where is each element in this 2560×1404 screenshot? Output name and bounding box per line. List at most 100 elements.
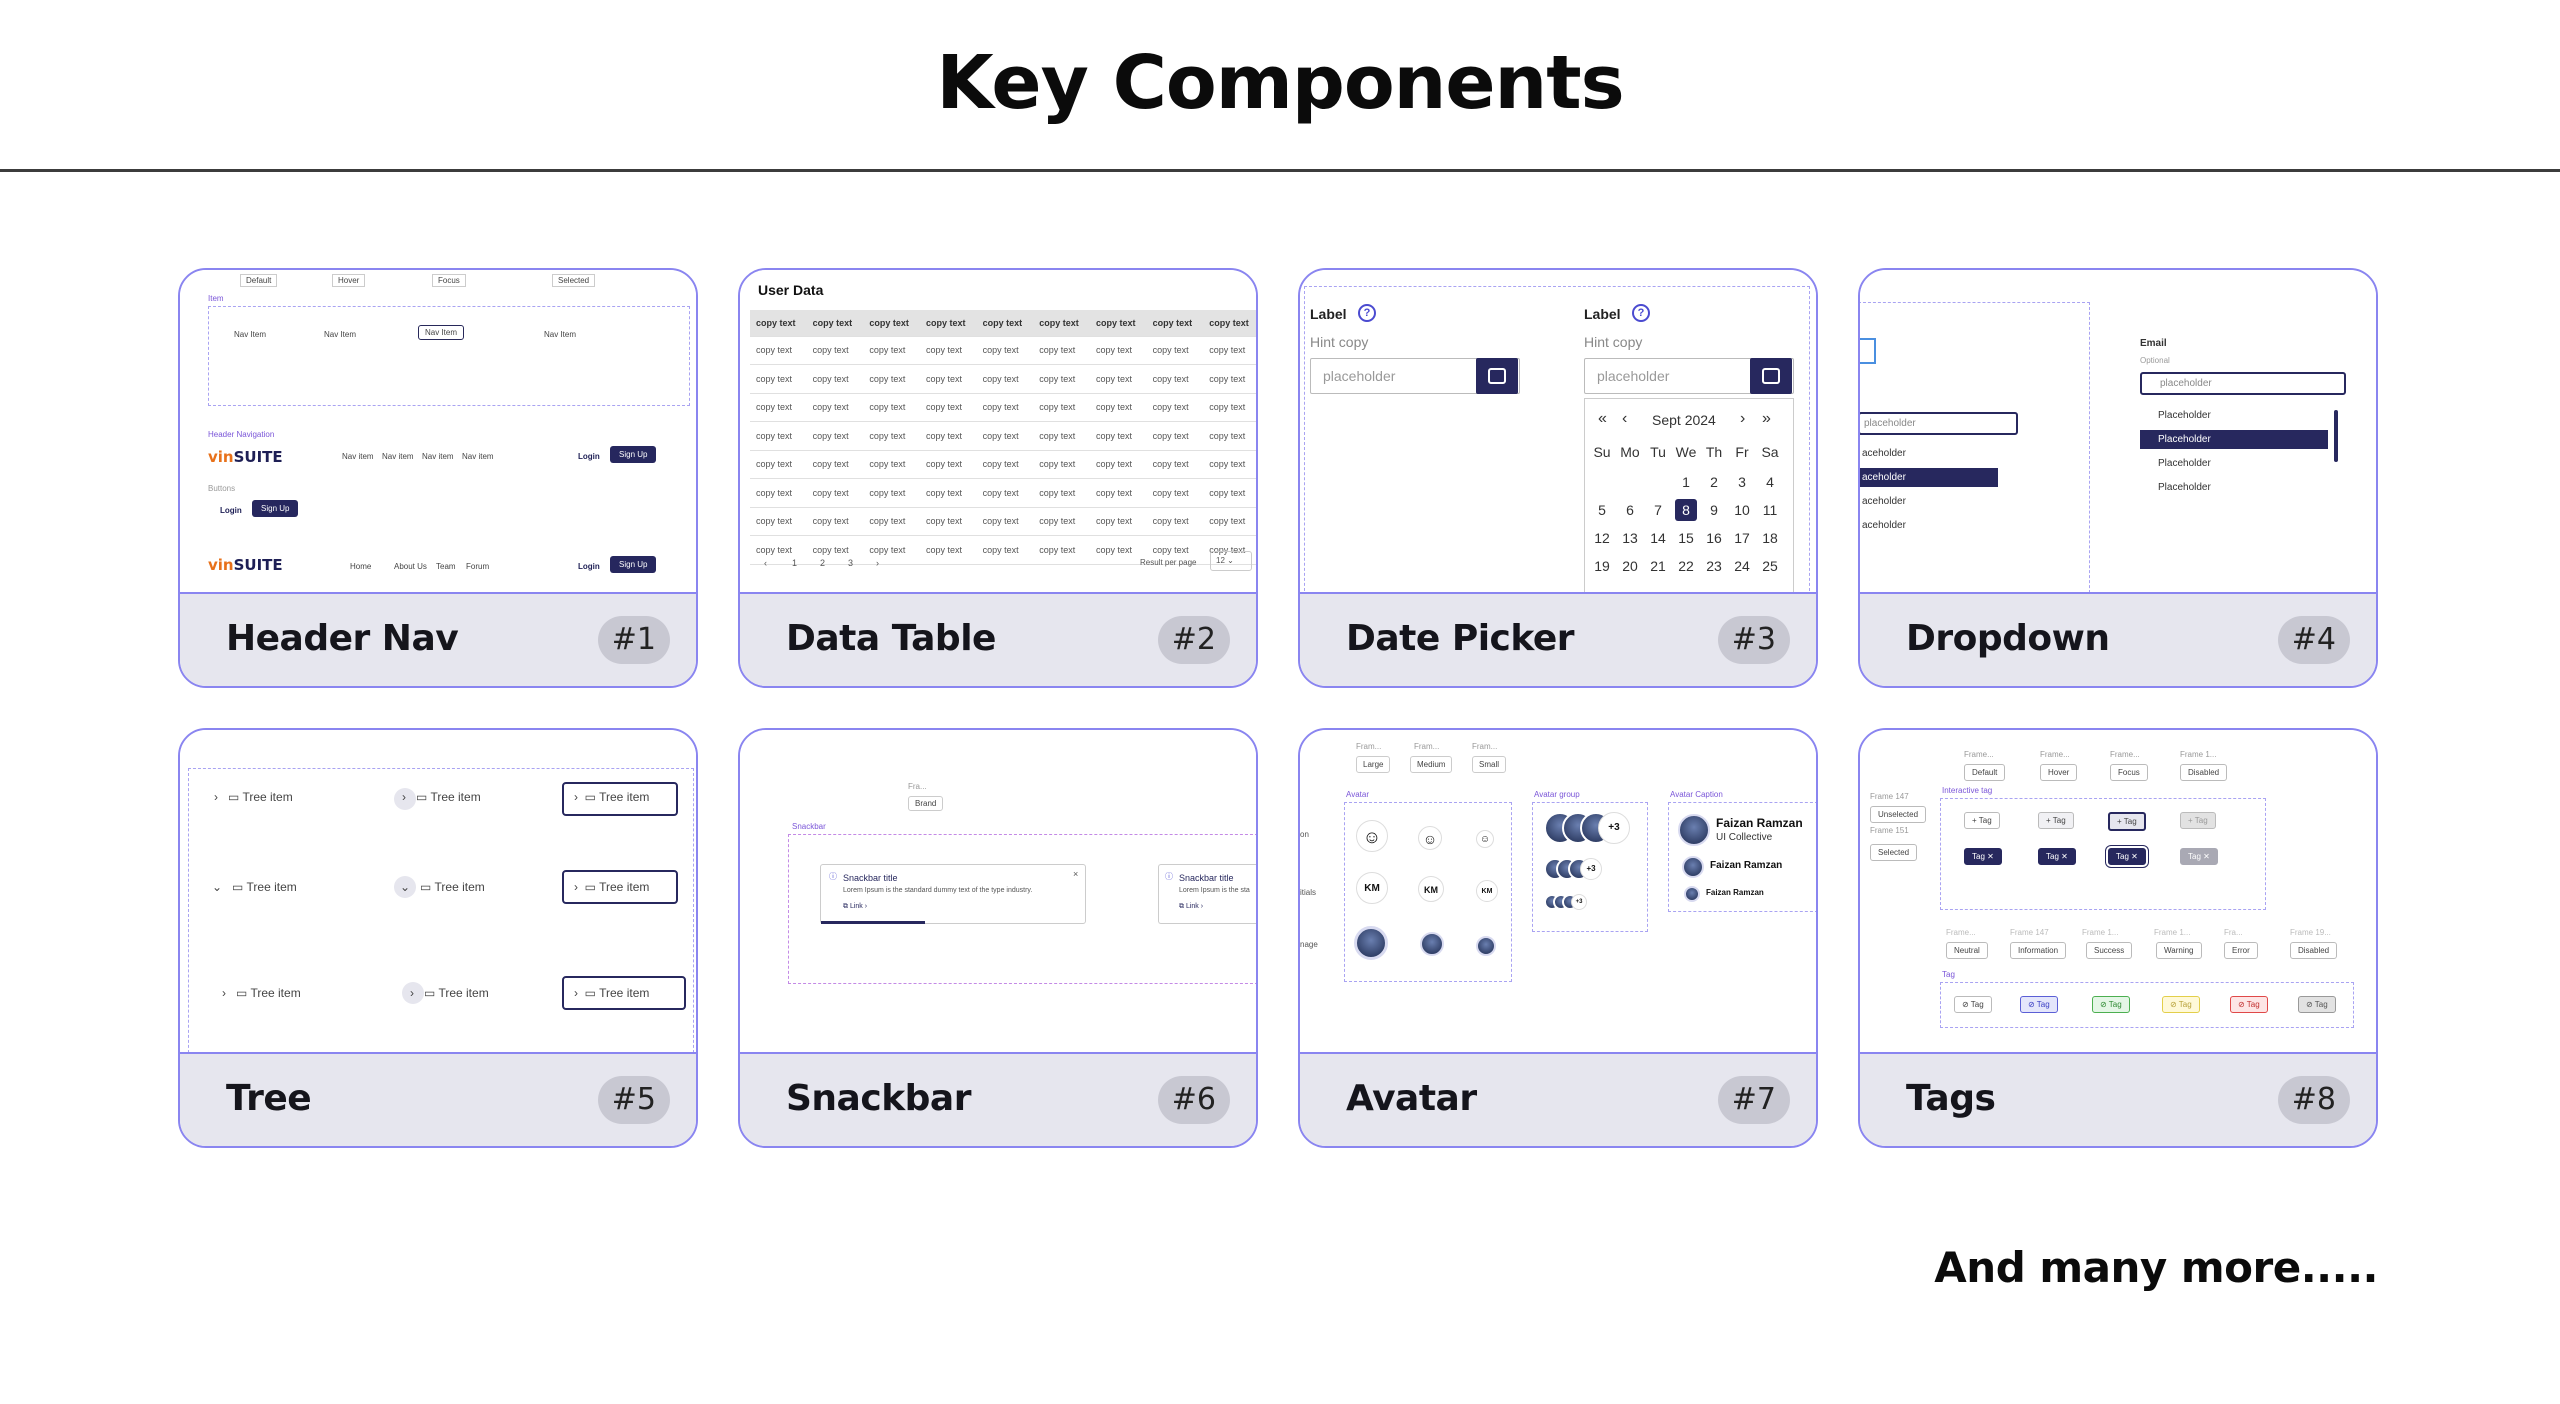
tag-add[interactable]: + Tag [1964, 812, 2000, 829]
dropdown-option[interactable]: aceholder [1862, 520, 1906, 531]
tree-item-child-hover[interactable]: › ▭ Tree item [410, 986, 489, 1000]
calendar-day[interactable]: 5 [1598, 502, 1606, 518]
dropdown-option[interactable]: aceholder [1862, 496, 1906, 507]
card-tree[interactable]: › ▭ Tree item › ▭ Tree item › ▭ Tree ite… [178, 728, 698, 1148]
calendar-day[interactable]: 15 [1678, 530, 1694, 546]
login-button[interactable]: Login [578, 562, 600, 571]
dropdown-option[interactable]: Placeholder [2158, 458, 2211, 469]
tree-item-hover[interactable]: › ▭ Tree item [402, 790, 481, 804]
card-date-picker[interactable]: Label ? Hint copy placeholder Label ? Hi… [1298, 268, 1818, 688]
nav-item[interactable]: Nav Item [324, 330, 357, 339]
calendar-day[interactable]: 4 [1766, 474, 1774, 490]
scrollbar[interactable] [2334, 410, 2338, 462]
calendar-day[interactable]: 3 [1738, 474, 1746, 490]
page-link[interactable]: 3 [848, 558, 854, 568]
calendar-day[interactable]: 25 [1762, 558, 1778, 574]
nav-link-team[interactable]: Team [436, 562, 456, 571]
card-tags[interactable]: Frame... Frame... Frame... Frame 1... De… [1858, 728, 2378, 1148]
next-month-icon[interactable]: › [1740, 410, 1746, 427]
table-cell: copy text [863, 336, 920, 365]
dropdown-option-selected[interactable]: Placeholder [2140, 430, 2328, 449]
calendar-day[interactable]: 21 [1650, 558, 1666, 574]
card-header-nav[interactable]: Default Hover Focus Selected Item Nav It… [178, 268, 698, 688]
tag-selected-hover[interactable]: Tag ✕ [2038, 848, 2076, 865]
dropdown-option[interactable]: Placeholder [2158, 410, 2211, 421]
dropdown-field[interactable]: placeholder [1860, 412, 2018, 435]
page-link[interactable]: 2 [820, 558, 826, 568]
nav-link[interactable]: Nav item [382, 452, 414, 461]
nav-link[interactable]: Nav item [422, 452, 454, 461]
calendar-icon[interactable] [1750, 358, 1792, 394]
calendar-icon[interactable] [1476, 358, 1518, 394]
prev-page-icon[interactable]: ‹ [764, 558, 767, 568]
prev-year-icon[interactable]: « [1598, 410, 1607, 427]
calendar-day[interactable]: 19 [1594, 558, 1610, 574]
result-per-page-select[interactable]: 12 ⌄ [1210, 551, 1252, 571]
login-button[interactable]: Login [220, 506, 242, 515]
tree-item[interactable]: › ▭ Tree item [574, 880, 650, 894]
calendar-day-selected[interactable]: 8 [1675, 499, 1697, 521]
page-link[interactable]: 1 [792, 558, 798, 568]
calendar-day[interactable]: 11 [1762, 502, 1778, 518]
tree-item-child[interactable]: › ▭ Tree item [222, 986, 301, 1000]
calendar-day[interactable]: 14 [1650, 530, 1666, 546]
snackbar-link[interactable]: ⧉ Link › [843, 903, 868, 910]
tree-item-focus[interactable] [562, 976, 686, 1010]
tag-selected-focus[interactable]: Tag ✕ [2108, 848, 2146, 865]
calendar-day[interactable]: 16 [1706, 530, 1722, 546]
tree-item-expanded[interactable]: ⌄ ▭ Tree item [212, 880, 297, 894]
nav-item[interactable]: Nav Item [544, 330, 577, 339]
calendar-day[interactable]: 1 [1682, 474, 1690, 490]
next-page-icon[interactable]: › [876, 558, 879, 568]
nav-item[interactable]: Nav Item [234, 330, 267, 339]
calendar-day[interactable]: 24 [1734, 558, 1750, 574]
calendar-day[interactable]: 9 [1710, 502, 1718, 518]
calendar-day[interactable]: 2 [1710, 474, 1718, 490]
signup-button[interactable]: Sign Up [610, 556, 657, 573]
tree-item[interactable]: › ▭ Tree item [574, 790, 650, 804]
nav-link-about[interactable]: About Us [394, 562, 427, 571]
calendar-day[interactable]: 18 [1762, 530, 1778, 546]
tree-item[interactable]: › ▭ Tree item [574, 986, 650, 1000]
date-input[interactable]: placeholder [1584, 358, 1794, 394]
signup-button[interactable]: Sign Up [252, 500, 299, 517]
nav-item-selected[interactable]: Nav Item [418, 325, 465, 340]
calendar-day[interactable]: 6 [1626, 502, 1634, 518]
tag-selected[interactable]: Tag ✕ [1964, 848, 2002, 865]
tree-item-focus[interactable] [562, 782, 678, 816]
calendar-day[interactable]: 17 [1734, 530, 1750, 546]
signup-button[interactable]: Sign Up [610, 446, 657, 463]
login-button[interactable]: Login [578, 452, 600, 461]
help-icon[interactable]: ? [1358, 304, 1376, 322]
tag-add-focus[interactable]: + Tag [2108, 812, 2146, 831]
tag-add-hover[interactable]: + Tag [2038, 812, 2074, 829]
close-icon[interactable]: × [1073, 869, 1079, 879]
card-snackbar[interactable]: Fra... Brand Snackbar ⓘ Snackbar title ×… [738, 728, 1258, 1148]
tree-item-expanded-hover[interactable]: ⌄ ▭ Tree item [400, 880, 485, 894]
tree-item[interactable]: › ▭ Tree item [214, 790, 293, 804]
email-dropdown[interactable]: placeholder [2140, 372, 2346, 395]
dropdown-option[interactable]: Placeholder [2158, 482, 2211, 493]
dropdown-option-selected[interactable]: aceholder [1860, 468, 1998, 487]
nav-link-forum[interactable]: Forum [466, 562, 490, 571]
calendar-day[interactable]: 22 [1678, 558, 1694, 574]
calendar-day[interactable]: 12 [1594, 530, 1610, 546]
calendar-day[interactable]: 23 [1706, 558, 1722, 574]
snackbar-link[interactable]: ⧉ Link › [1179, 903, 1204, 910]
calendar-day[interactable]: 7 [1654, 502, 1662, 518]
card-dropdown[interactable]: placeholder aceholder aceholder aceholde… [1858, 268, 2378, 688]
nav-link-home[interactable]: Home [350, 562, 372, 571]
dropdown-option[interactable]: aceholder [1862, 448, 1906, 459]
calendar-day[interactable]: 10 [1734, 502, 1750, 518]
nav-link[interactable]: Nav item [462, 452, 494, 461]
date-input[interactable]: placeholder [1310, 358, 1520, 394]
card-avatar[interactable]: Fram... Fram... Fram... Large Medium Sma… [1298, 728, 1818, 1148]
calendar-day[interactable]: 13 [1622, 530, 1638, 546]
nav-link[interactable]: Nav item [342, 452, 374, 461]
calendar-day[interactable]: 20 [1622, 558, 1638, 574]
next-year-icon[interactable]: » [1762, 410, 1771, 427]
help-icon[interactable]: ? [1632, 304, 1650, 322]
tree-item-focus[interactable] [562, 870, 678, 904]
prev-month-icon[interactable]: ‹ [1622, 410, 1628, 427]
